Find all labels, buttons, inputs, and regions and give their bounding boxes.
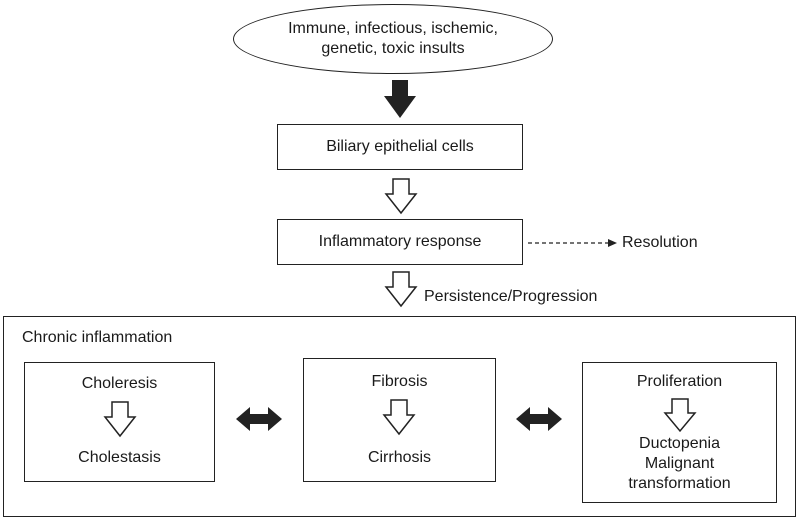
progression-label: Persistence/Progression xyxy=(424,288,598,305)
inflammatory-response-label: Inflammatory response xyxy=(318,233,482,250)
insults-ellipse: Immune, infectious, ischemic, genetic, t… xyxy=(233,4,553,74)
proliferation-outcomes: Ductopenia Malignant transformation xyxy=(582,434,777,494)
cirrhosis-label: Cirrhosis xyxy=(367,449,432,466)
proliferation-label: Proliferation xyxy=(636,373,723,390)
hollow-down-arrow-icon xyxy=(384,271,418,308)
biliary-cells-box: Biliary epithelial cells xyxy=(277,124,523,170)
dashed-arrow-icon xyxy=(528,239,617,247)
choleresis-label: Choleresis xyxy=(81,375,158,392)
ductopenia-label: Ductopenia xyxy=(639,435,720,452)
hollow-down-arrow-icon xyxy=(103,401,137,438)
double-arrow-icon xyxy=(236,407,282,431)
proliferation-box xyxy=(582,362,777,503)
chronic-inflammation-title: Chronic inflammation xyxy=(22,329,173,346)
biliary-cells-label: Biliary epithelial cells xyxy=(326,138,474,155)
hollow-down-arrow-icon xyxy=(663,398,697,433)
inflammatory-response-box: Inflammatory response xyxy=(277,219,523,265)
fibrosis-label: Fibrosis xyxy=(371,373,428,390)
double-arrow-icon xyxy=(516,407,562,431)
resolution-label: Resolution xyxy=(622,234,698,251)
fibrosis-box xyxy=(303,358,496,482)
transformation-label: transformation xyxy=(628,475,731,492)
hollow-down-arrow-icon xyxy=(382,399,416,436)
insults-line2: genetic, toxic insults xyxy=(321,40,465,57)
hollow-down-arrow-icon xyxy=(384,178,418,215)
cholestasis-label: Cholestasis xyxy=(78,449,161,466)
malignant-label: Malignant xyxy=(644,455,715,472)
solid-down-arrow-icon xyxy=(384,80,416,118)
insults-line1: Immune, infectious, ischemic, xyxy=(288,20,498,37)
